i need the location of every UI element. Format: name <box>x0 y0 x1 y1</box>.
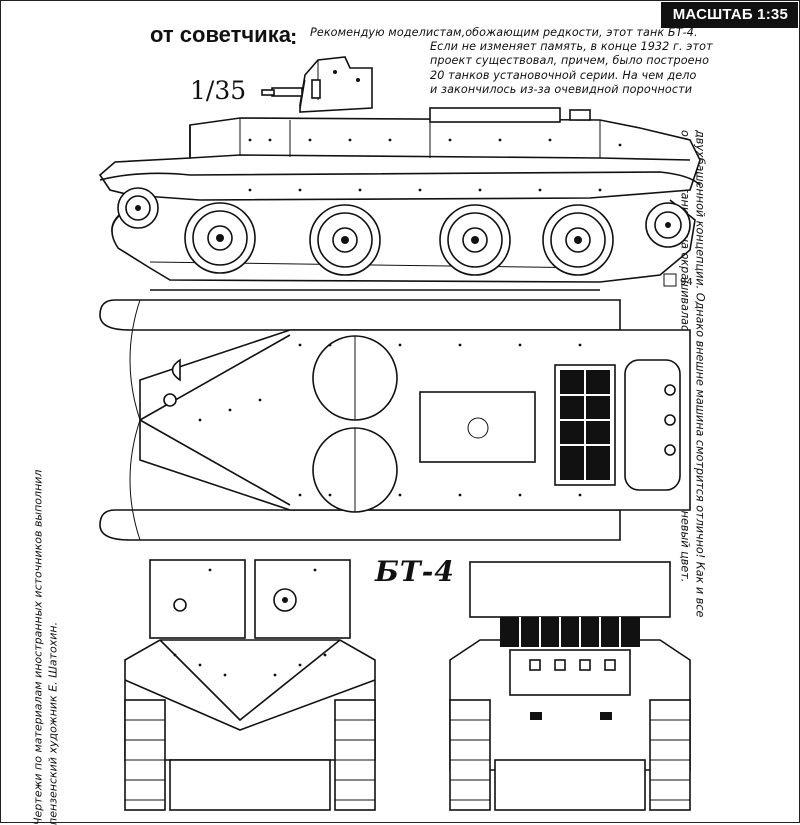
intro-line: 20 танков установочной серии. На чем дел… <box>430 68 697 82</box>
artist-signature: 94 <box>680 277 693 288</box>
rubric-colon: : <box>290 24 298 49</box>
rear-view <box>449 561 691 811</box>
drawing-scale-label: 1/35 <box>190 76 247 105</box>
road-wheels <box>184 202 614 276</box>
side-view: 94 <box>98 56 701 291</box>
front-view <box>124 559 376 811</box>
intro-line: Рекомендую моделистам,обожающим редкости… <box>310 26 698 39</box>
rubric-title: от советчика <box>150 22 291 47</box>
intro-line: Если не изменяет память, в конце 1932 г.… <box>430 40 713 54</box>
intro-text: Рекомендую моделистам,обожающим редкости… <box>310 26 780 97</box>
scale-badge: МАСШТАБ 1:35 <box>660 2 798 28</box>
top-view <box>99 299 691 541</box>
tank-model-label: БТ-4 <box>375 555 455 588</box>
intro-line: и закончилось из-за очевидной порочности <box>430 82 693 96</box>
intro-line: проект существовал, причем, было построе… <box>430 54 710 68</box>
